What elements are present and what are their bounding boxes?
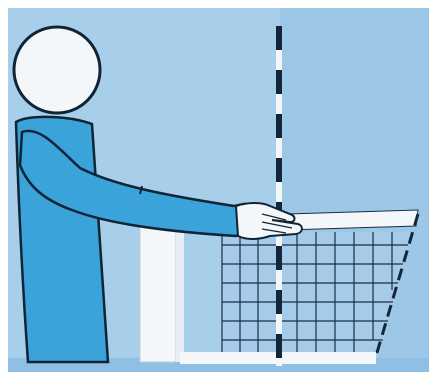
net-post-shadow [176,224,184,362]
right-border [429,0,437,372]
top-border [0,0,437,8]
head-icon [14,27,100,113]
antenna [276,26,282,366]
left-border [0,0,8,372]
net-post [140,222,176,362]
